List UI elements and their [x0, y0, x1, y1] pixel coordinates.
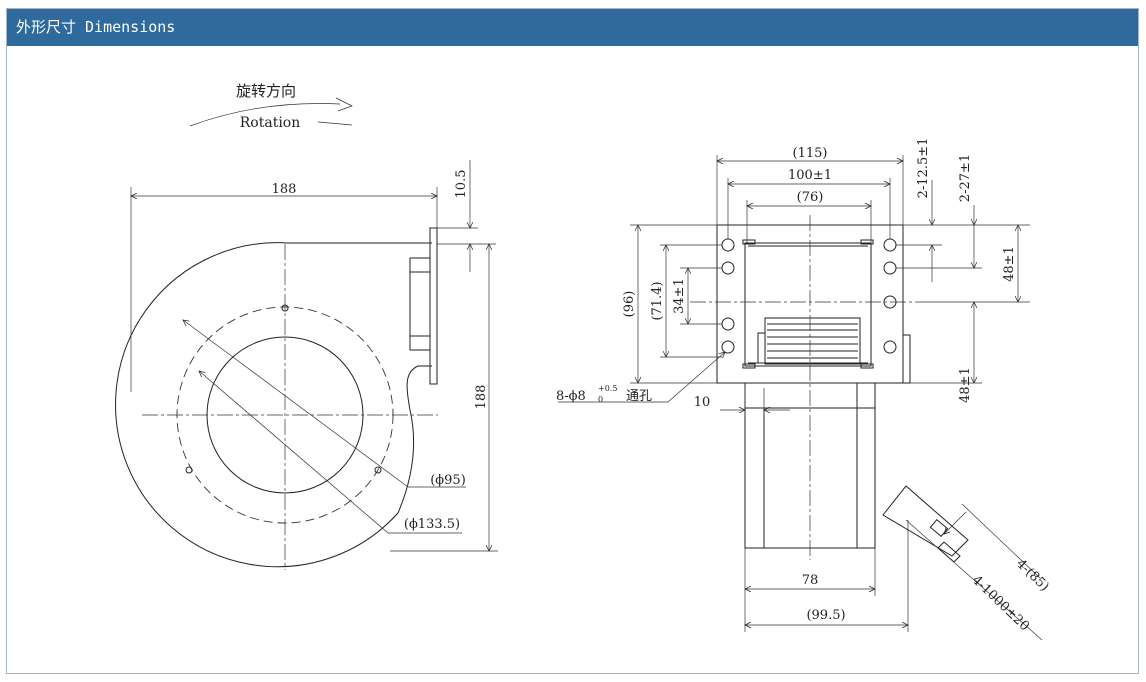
panel-header: 外形尺寸 Dimensions — [7, 9, 1138, 46]
dim-995: (99.5) — [806, 608, 845, 623]
outlet-flange — [429, 227, 438, 385]
side-view: (ϕ95) (ϕ133.5) 188 10.5 188 — [115, 160, 498, 570]
hole-note-sub: 0 — [598, 395, 603, 404]
hole-note: 8-ϕ8 +0.5 0 通孔 — [556, 384, 652, 404]
dim-4-1000: 4-1000±20 — [969, 573, 1032, 635]
flange-hole — [883, 261, 897, 275]
rotation-label-en: Rotation — [240, 115, 301, 131]
rotation-indicator: 旋转方向 Rotation — [189, 82, 353, 131]
dim-4-85: 4-(85) — [1013, 556, 1052, 594]
dim-dia-1335: (ϕ133.5) — [404, 517, 460, 532]
cable-exit — [882, 485, 969, 557]
dim-76: (76) — [797, 190, 824, 205]
leader-dia-95 — [183, 320, 409, 488]
dim-714: (71.4) — [650, 281, 665, 320]
dim-dia-95: (ϕ95) — [430, 473, 466, 488]
rotation-arrow — [335, 97, 353, 112]
motor-bracket — [409, 257, 431, 351]
flange-hole — [721, 261, 735, 275]
hole-note-cn: 通孔 — [626, 389, 652, 404]
dim-78: 78 — [802, 573, 819, 588]
rotation-tail — [317, 121, 353, 126]
dim-2-125: 2-12.5±1 — [916, 138, 931, 199]
housing-outline — [115, 242, 432, 568]
dim-10: 10 — [694, 395, 711, 410]
impeller — [764, 317, 861, 365]
rotation-arc — [189, 103, 341, 127]
dim-100: 100±1 — [788, 168, 832, 183]
dim-48b: 48±1 — [958, 367, 973, 403]
hole-note-sup: +0.5 — [598, 384, 617, 393]
dim-96: (96) — [622, 291, 637, 318]
flange-hole — [883, 238, 897, 252]
flange-hole — [721, 340, 735, 354]
dim-48a: 48±1 — [1002, 246, 1017, 282]
dimensions-panel: 外形尺寸 Dimensions — [6, 8, 1139, 674]
mount-hole — [185, 466, 193, 474]
leader-dia-1335 — [199, 371, 389, 534]
dim-width-188: 188 — [272, 182, 297, 197]
front-view: (115) 100±1 (76) (96) (71.4) 34±1 — [556, 138, 1052, 641]
flange-hole — [721, 238, 735, 252]
mount-hole — [374, 466, 382, 474]
hole-note-main: 8-ϕ8 — [556, 389, 586, 404]
dim-34: 34±1 — [672, 278, 687, 314]
flange-hole — [721, 317, 735, 331]
dim-115: (115) — [793, 146, 828, 161]
flange-hole — [883, 340, 897, 354]
dim-flange-105: 10.5 — [454, 170, 469, 199]
rotation-label-cn: 旋转方向 — [236, 82, 296, 100]
dim-2-27: 2-27±1 — [958, 154, 973, 202]
dim-height-188: 188 — [474, 385, 489, 410]
outlet-opening — [744, 242, 872, 367]
